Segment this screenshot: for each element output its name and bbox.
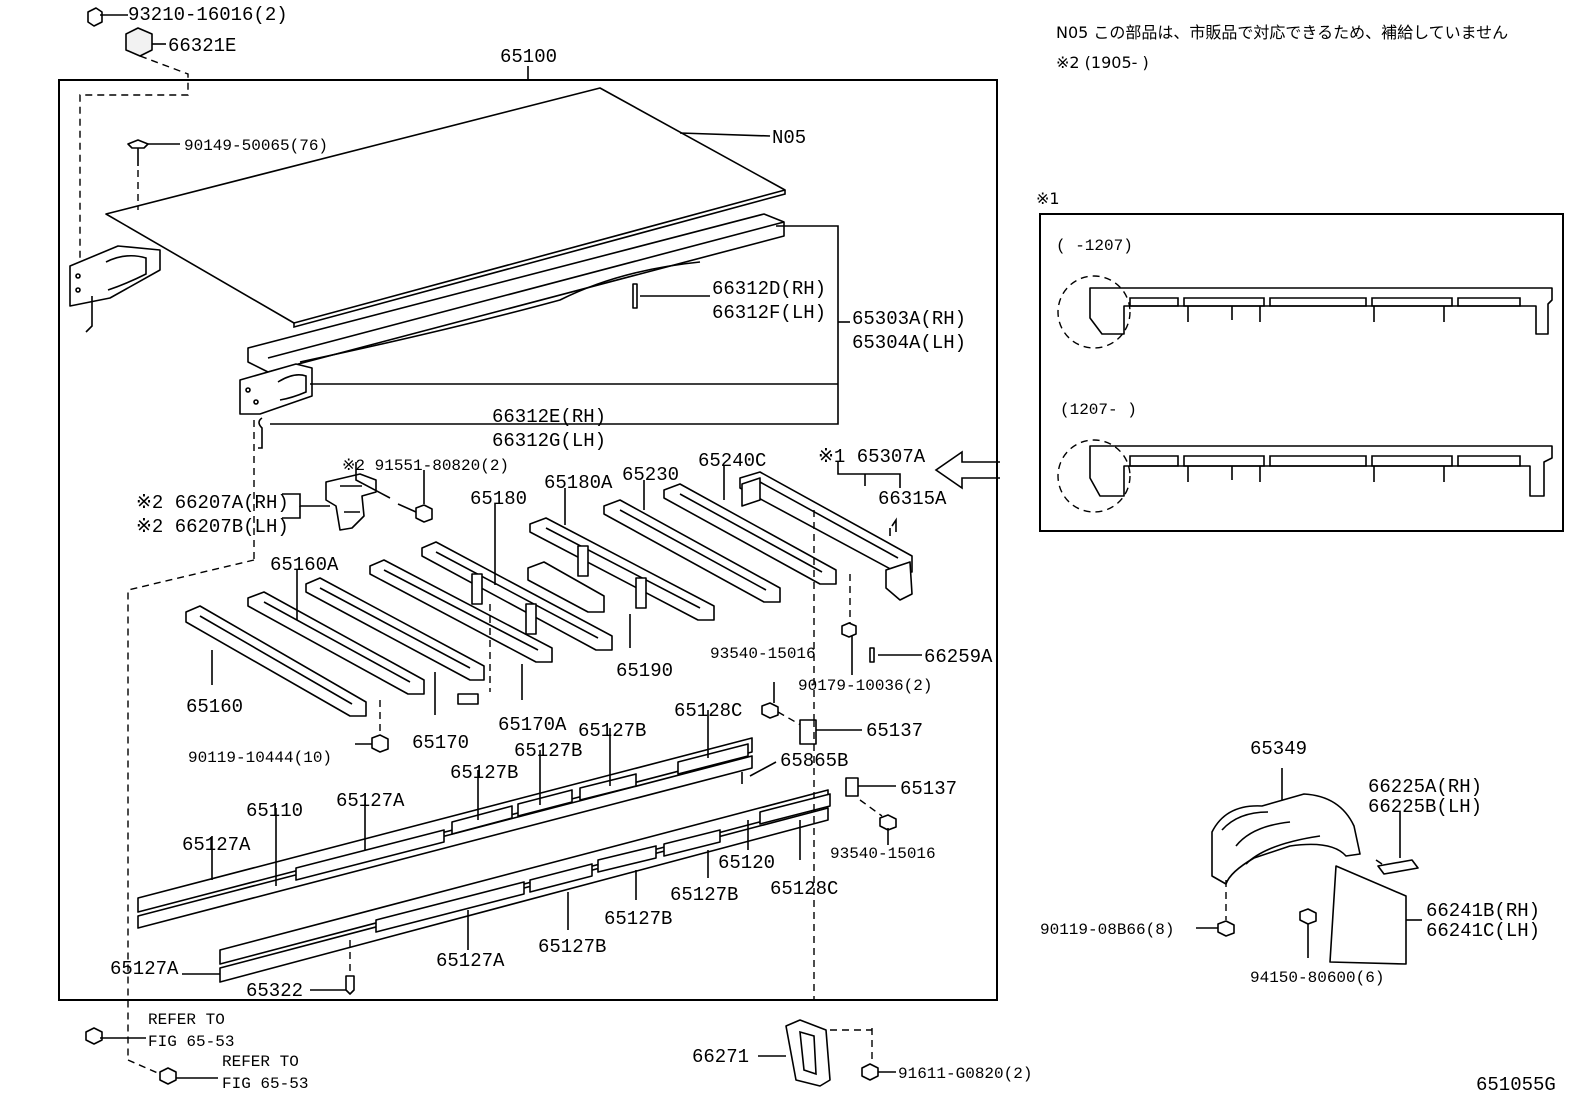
label-93210: 93210-16016(2) xyxy=(128,4,288,26)
label-65127A-b: 65127A xyxy=(182,834,251,856)
mudflap-66241B xyxy=(1329,865,1407,965)
screw-90149 xyxy=(127,139,149,166)
side-rail-65303A xyxy=(239,213,785,415)
label-66315A: 66315A xyxy=(878,488,947,510)
label-66207A: ※2 66207A(RH) xyxy=(136,492,289,514)
label-90119-a: 90119-10444(10) xyxy=(188,749,332,767)
label-65127B-f: 65127B xyxy=(538,936,606,958)
label-65127B-c: 65127B xyxy=(450,762,518,784)
spacers-65127 xyxy=(295,743,831,933)
label-66312F: 66312F(LH) xyxy=(712,302,826,324)
note-line-2: ※2 (1905- ) xyxy=(1056,53,1149,72)
cross-member-65180A xyxy=(529,517,715,621)
label-90149: 90149-50065(76) xyxy=(184,137,328,155)
label-65137-a: 65137 xyxy=(866,720,923,742)
label-65170: 65170 xyxy=(412,732,469,754)
label-66207B: ※2 66207B(LH) xyxy=(136,516,289,538)
cross-member-65160A xyxy=(247,591,425,695)
label-65180A: 65180A xyxy=(544,472,613,494)
label-65127B-d: 65127B xyxy=(670,884,738,906)
mudguard-65349 xyxy=(1211,793,1361,885)
cross-member-65307A xyxy=(739,471,913,601)
inset-rail-early xyxy=(1057,275,1553,349)
label-66225B: 66225B(LH) xyxy=(1368,796,1482,818)
label-65110: 65110 xyxy=(246,800,303,822)
label-65160: 65160 xyxy=(186,696,243,718)
bracket-66225A xyxy=(1375,859,1419,875)
deck-board-N05 xyxy=(105,87,786,329)
inset-range-b: (1207- ) xyxy=(1060,401,1137,419)
label-66271: 66271 xyxy=(692,1046,749,1068)
label-66241C: 66241C(LH) xyxy=(1426,920,1540,942)
label-93540-b: 93540-15016 xyxy=(830,845,936,863)
side-bracket-left xyxy=(69,245,161,333)
label-65307A: ※1 65307A xyxy=(818,446,926,468)
cross-member-65230 xyxy=(603,499,781,603)
label-91551: ※2 91551-80820(2) xyxy=(342,457,509,475)
label-65230: 65230 xyxy=(622,464,679,486)
bolt-93210 xyxy=(87,7,103,27)
label-91611: 91611-G0820(2) xyxy=(898,1065,1032,1083)
note-line-1: N05 この部品は、市販品で対応できるため、補給していません xyxy=(1056,23,1508,42)
inset-frame xyxy=(1039,213,1564,532)
clip-66321E xyxy=(125,27,153,57)
cross-member-65170 xyxy=(305,577,485,681)
label-66241B: 66241B(RH) xyxy=(1426,900,1540,922)
label-refer-2a: REFER TO xyxy=(222,1053,299,1071)
label-66312D: 66312D(RH) xyxy=(712,278,826,300)
label-94150: 94150-80600(6) xyxy=(1250,969,1384,987)
inset-range-a: ( -1207) xyxy=(1056,237,1133,255)
label-65100: 65100 xyxy=(500,46,557,68)
label-65127B-a: 65127B xyxy=(578,720,646,742)
label-refer-1b: FIG 65-53 xyxy=(148,1033,234,1051)
label-65240C: 65240C xyxy=(698,450,766,472)
bolt-91551 xyxy=(397,503,433,523)
label-65322: 65322 xyxy=(246,980,303,1002)
cross-member-65180 xyxy=(421,541,613,651)
cross-member-65190 xyxy=(527,561,605,613)
label-65127B-b: 65127B xyxy=(514,740,582,762)
cross-member-65170A xyxy=(369,559,553,663)
label-refer-1a: REFER TO xyxy=(148,1011,225,1029)
label-refer-2b: FIG 65-53 xyxy=(222,1075,308,1093)
label-66312G: 66312G(LH) xyxy=(492,430,606,452)
label-90119-b: 90119-08B66(8) xyxy=(1040,921,1174,939)
label-65180: 65180 xyxy=(470,488,527,510)
label-65303A: 65303A(RH) xyxy=(852,308,966,330)
label-93540-a: 93540-15016 xyxy=(710,645,816,663)
cross-member-65160 xyxy=(185,605,367,717)
bracket-66207A xyxy=(325,473,377,531)
label-N05: N05 xyxy=(772,127,806,149)
label-65160A: 65160A xyxy=(270,554,339,576)
step-66271 xyxy=(785,1019,831,1087)
label-65128C-b: 65128C xyxy=(770,878,838,900)
label-65127A-c: 65127A xyxy=(110,958,179,980)
label-65349: 65349 xyxy=(1250,738,1307,760)
label-65127A-a: 65127A xyxy=(336,790,405,812)
label-65865B: 65865B xyxy=(780,750,848,772)
label-65120: 65120 xyxy=(718,852,775,874)
label-65170A: 65170A xyxy=(498,714,567,736)
label-90179: 90179-10036(2) xyxy=(798,677,932,695)
label-65127A-d: 65127A xyxy=(436,950,505,972)
label-66225A: 66225A(RH) xyxy=(1368,776,1482,798)
label-65304A: 65304A(LH) xyxy=(852,332,966,354)
cross-member-65240C xyxy=(663,483,837,585)
diagram-id: 651055G xyxy=(1476,1074,1556,1096)
inset-marker: ※1 xyxy=(1036,189,1060,208)
label-65137-b: 65137 xyxy=(900,778,957,800)
inset-rail-late xyxy=(1057,439,1553,513)
label-66259A: 66259A xyxy=(924,646,993,668)
label-65128C-a: 65128C xyxy=(674,700,742,722)
label-65127B-e: 65127B xyxy=(604,908,672,930)
label-66321E: 66321E xyxy=(168,35,236,57)
label-66312E: 66312E(RH) xyxy=(492,406,606,428)
label-65190: 65190 xyxy=(616,660,673,682)
sill-65110 xyxy=(137,737,753,929)
